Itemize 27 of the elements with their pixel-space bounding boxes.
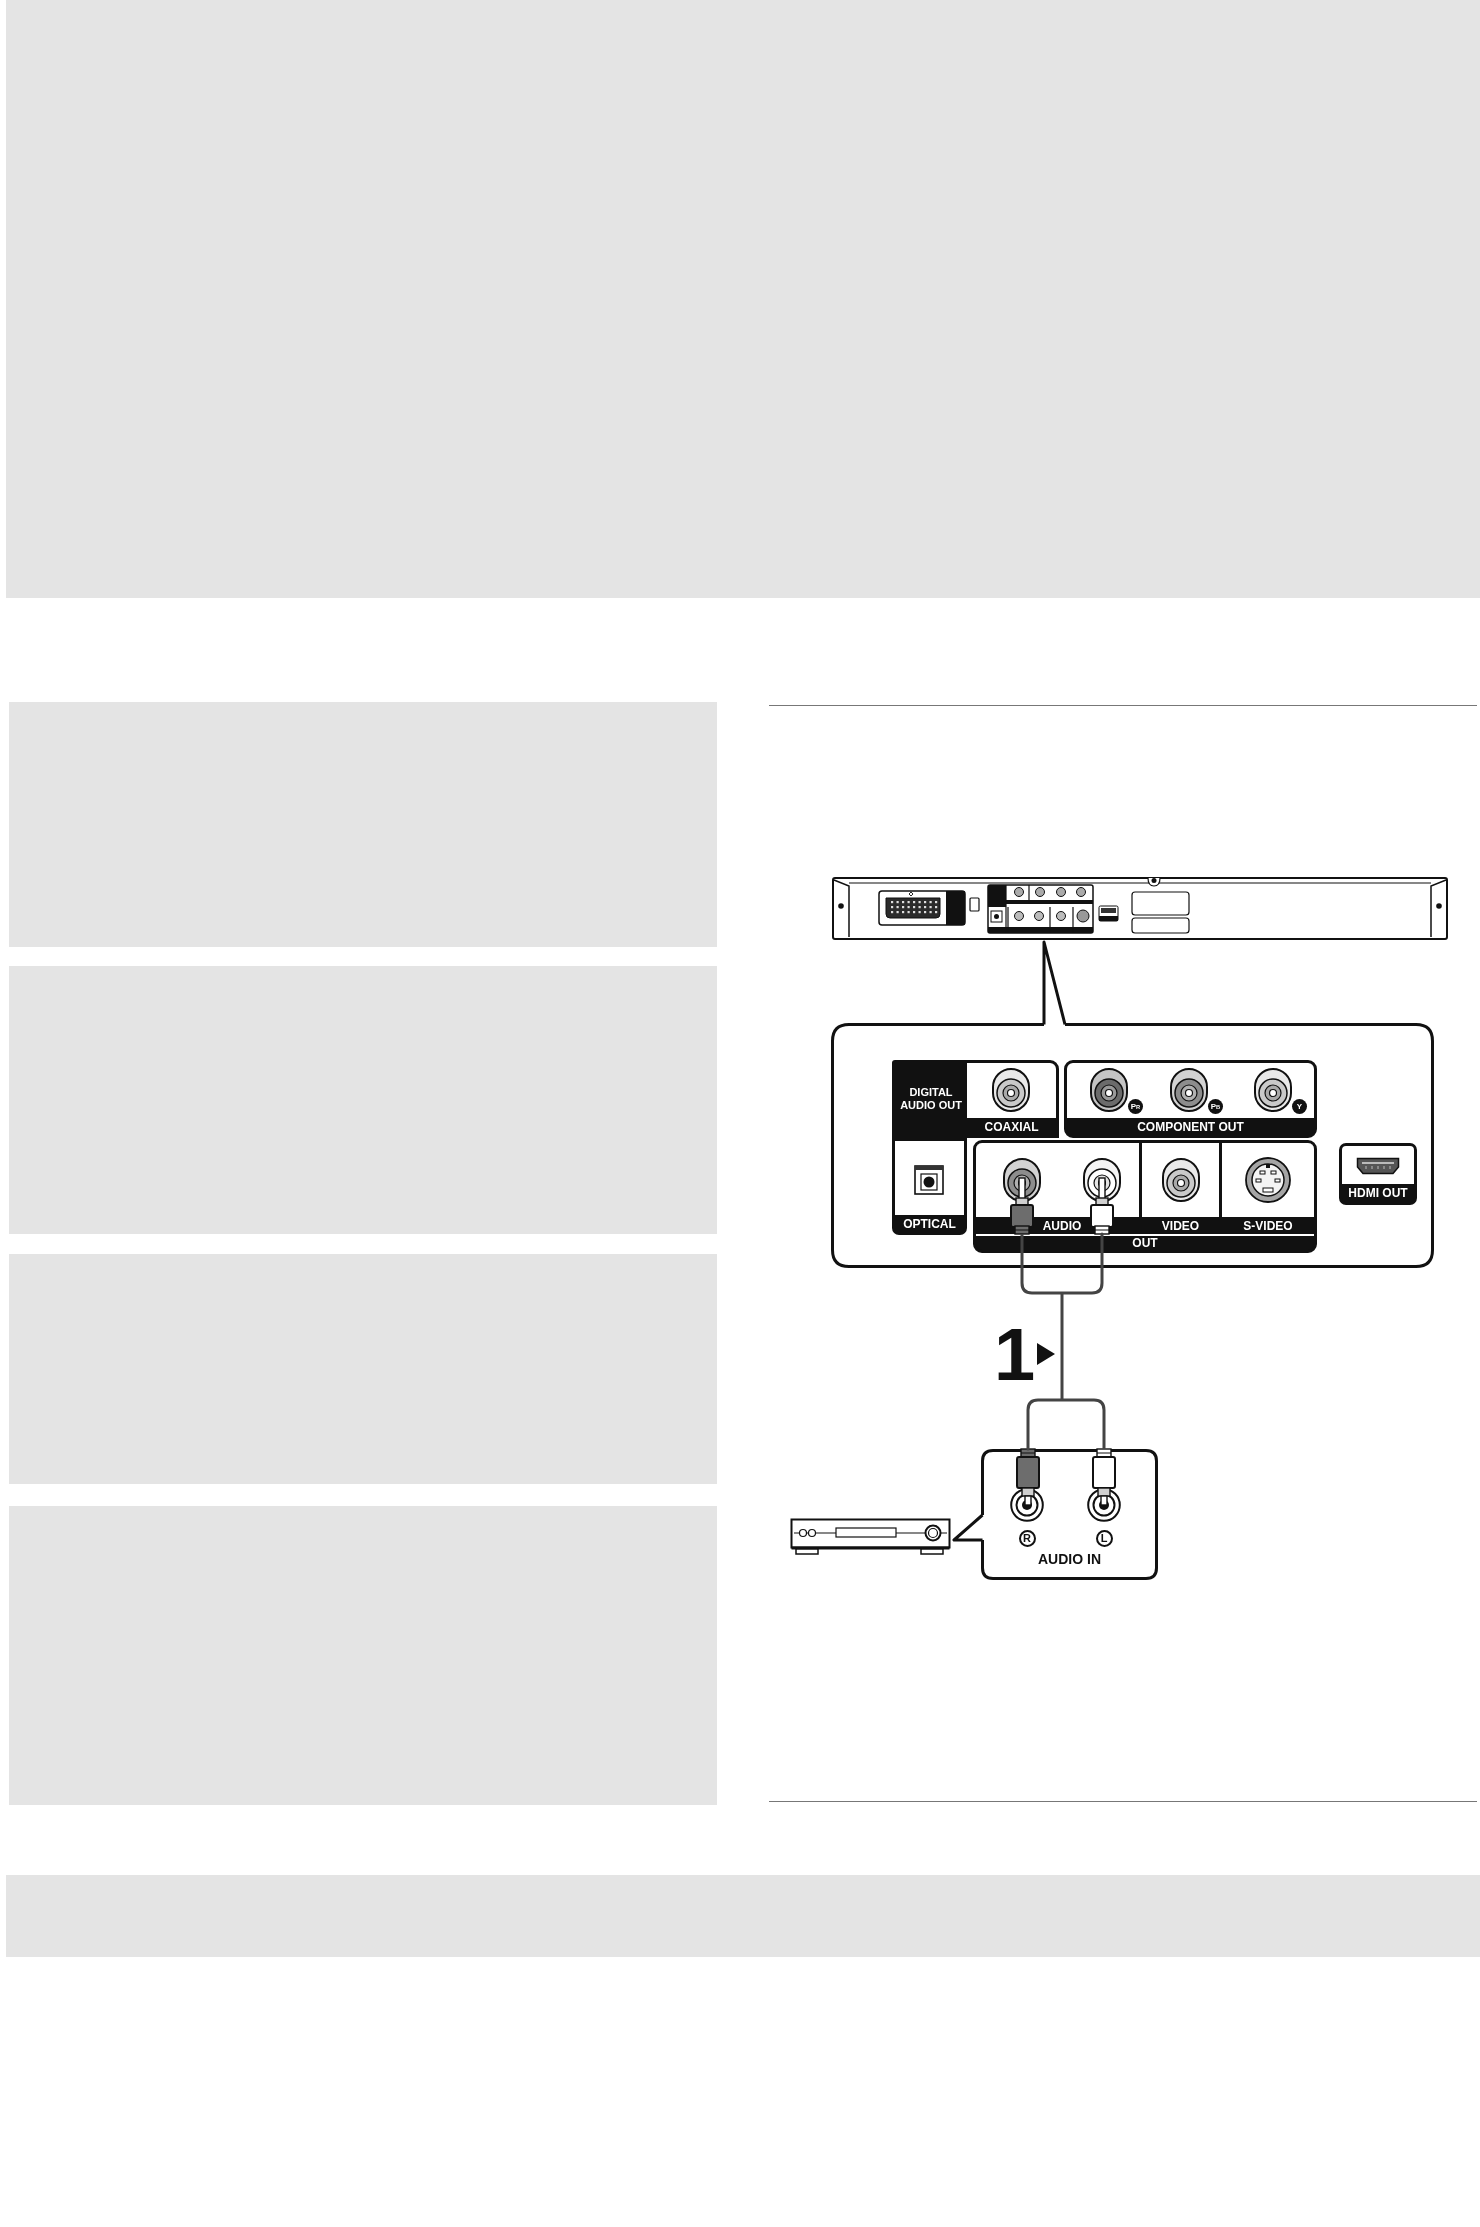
port-label: HDMI OUT — [1348, 1187, 1408, 1199]
s-video-port-section — [1222, 1143, 1314, 1234]
hdmi-port-block — [1339, 1143, 1417, 1205]
jack-label: Y — [1292, 1099, 1307, 1114]
port-label: S-VIDEO — [1243, 1219, 1293, 1232]
port-label: OUT — [1132, 1237, 1158, 1249]
port-label: COAXIAL — [984, 1120, 1039, 1133]
audio-receiver-drawing — [790, 1518, 951, 1556]
port-group-label: DIGITAL AUDIO OUT — [899, 1086, 963, 1112]
callout-panel — [981, 1449, 1158, 1580]
port-label: VIDEO — [1161, 1219, 1200, 1232]
channel-label: L — [1095, 1529, 1113, 1547]
dvd-player-rear-drawing — [831, 876, 1449, 941]
step-number: 1 — [994, 1318, 1036, 1392]
port-label: OPTICAL — [903, 1217, 956, 1230]
panel-label: AUDIO IN — [1038, 1552, 1101, 1566]
port-label: COMPONENT OUT — [1137, 1120, 1244, 1133]
output-port-block — [973, 1140, 1317, 1253]
optical-port-block — [892, 1138, 967, 1235]
component-port-block — [1064, 1060, 1317, 1138]
coaxial-port-block — [892, 1060, 1059, 1138]
audio-cable — [1020, 1232, 1106, 1451]
port-label: AUDIO — [1042, 1219, 1082, 1232]
callout-pointer — [952, 1513, 984, 1542]
channel-label: R — [1018, 1529, 1036, 1547]
callout-panel — [831, 1023, 1434, 1268]
video-port-section — [1142, 1143, 1222, 1234]
